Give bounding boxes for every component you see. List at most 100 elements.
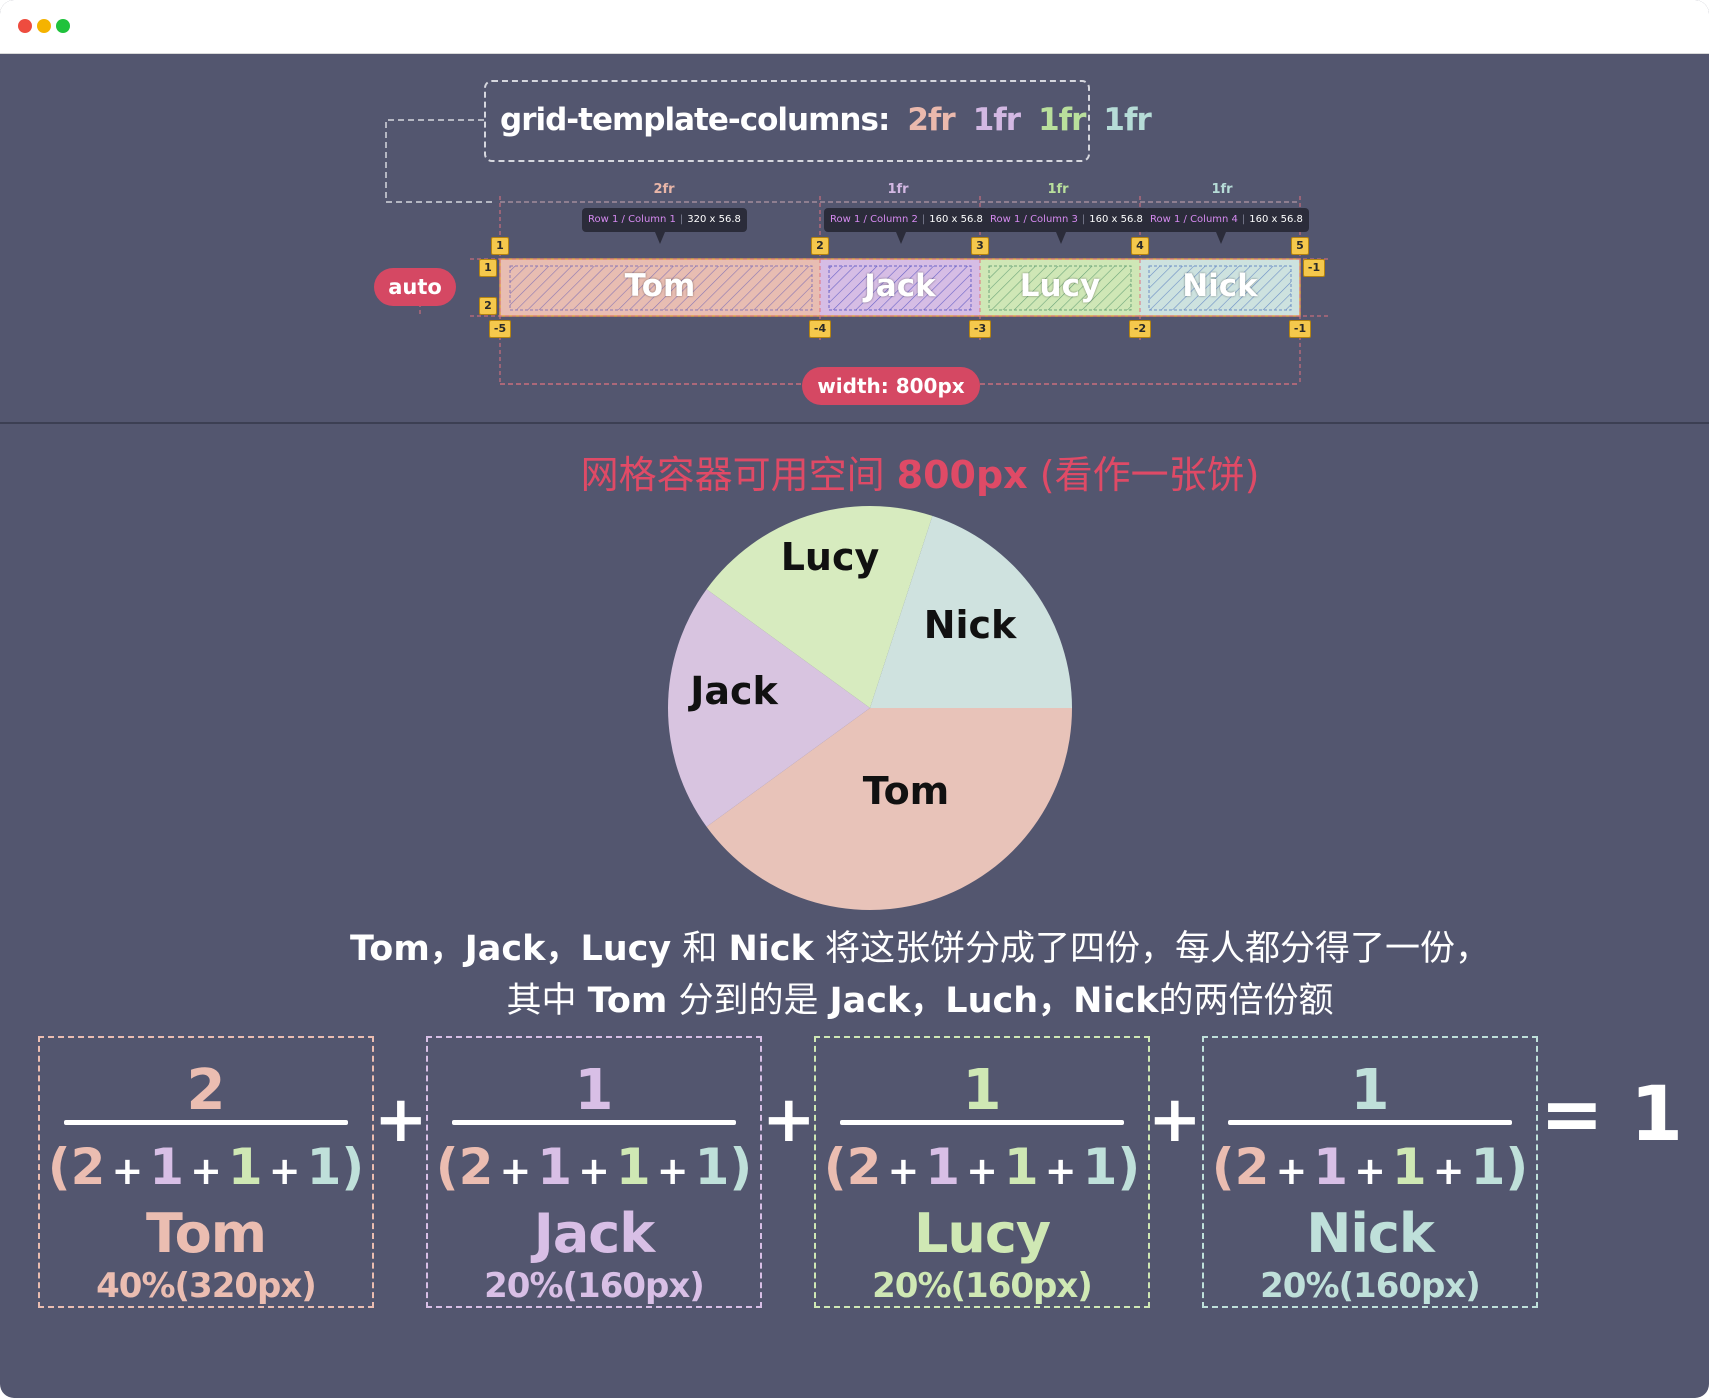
column-line-number: 5 xyxy=(1291,237,1309,255)
code-connector-line xyxy=(385,119,496,203)
plus-sign: + xyxy=(374,1083,428,1157)
pie-label-tom: Tom xyxy=(863,769,950,813)
row-line-negative-number: -1 xyxy=(1303,259,1325,277)
pie-title-suffix: (看作一张饼) xyxy=(1027,453,1260,497)
caption-name-last: Nick xyxy=(728,929,814,969)
denominator-open-paren: ( xyxy=(823,1138,847,1196)
pie-title: 网格容器可用空间 800px (看作一张饼) xyxy=(0,444,1709,499)
area-tooltip-area: Row 1 / Column 3 xyxy=(990,214,1078,225)
denominator-plus: + xyxy=(1354,1149,1386,1193)
denominator-plus: + xyxy=(1044,1149,1077,1193)
column-line-number: 3 xyxy=(971,237,989,255)
fraction-numerator: 1 xyxy=(1350,1058,1390,1123)
pie-slice-tom xyxy=(706,708,1072,910)
pie-slice-lucy xyxy=(706,506,933,708)
area-tooltip-4: Row 1 / Column 4|160 x 56.8 xyxy=(1144,208,1309,232)
track-size-label-3: 1fr xyxy=(1047,182,1069,197)
caption-prefix: 其中 xyxy=(506,981,588,1021)
column-line-number: 4 xyxy=(1131,237,1149,255)
pie-title-highlight: 800px xyxy=(896,453,1028,497)
denominator-term: 1 xyxy=(925,1138,961,1196)
maximize-window-button[interactable] xyxy=(56,19,70,33)
denominator-term: 1 xyxy=(1082,1138,1118,1196)
plus-sign: + xyxy=(762,1083,816,1157)
area-tooltip-size: 320 x 56.8 xyxy=(687,214,741,225)
area-tooltip-size: 160 x 56.8 xyxy=(1089,214,1143,225)
fraction-percent: 40%(320px) xyxy=(96,1266,317,1306)
area-tooltip-3: Row 1 / Column 3|160 x 56.8 xyxy=(984,208,1149,232)
minimize-window-button[interactable] xyxy=(37,19,51,33)
css-value-1: 2fr xyxy=(907,102,955,138)
denominator-plus: + xyxy=(111,1149,144,1193)
denominator-term: 2 xyxy=(70,1138,106,1196)
area-tooltip-size: 160 x 56.8 xyxy=(1249,214,1303,225)
caption-rest-2: 的两倍份额 xyxy=(1158,981,1334,1021)
pie-slice-jack xyxy=(668,589,870,827)
denominator-close-paren: ) xyxy=(1505,1138,1529,1196)
fraction-name: Nick xyxy=(1306,1202,1435,1265)
fraction-denominator: (2+1+1+1) xyxy=(40,1138,372,1196)
denominator-plus: + xyxy=(578,1149,610,1193)
denominator-term: 1 xyxy=(694,1138,730,1196)
column-line-negative-number: -5 xyxy=(489,320,511,338)
column-line-number: 1 xyxy=(491,237,509,255)
plus-sign: + xyxy=(1148,1083,1202,1157)
column-line-negative-number: -4 xyxy=(809,320,831,338)
denominator-close-paren: ) xyxy=(341,1138,365,1196)
denominator-term: 2 xyxy=(1234,1138,1270,1196)
fraction-numerator: 1 xyxy=(574,1058,614,1123)
column-line-negative-number: -3 xyxy=(969,320,991,338)
denominator-term: 2 xyxy=(458,1138,494,1196)
area-tooltip-2: Row 1 / Column 2|160 x 56.8 xyxy=(824,208,989,232)
denominator-term: 1 xyxy=(306,1138,342,1196)
fraction-name: Lucy xyxy=(913,1202,1051,1265)
caption-names-2: Jack，Luch，Nick xyxy=(829,981,1159,1021)
equals-sign: = 1 xyxy=(1540,1069,1684,1158)
denominator-term: 1 xyxy=(149,1138,185,1196)
denominator-term: 1 xyxy=(1003,1138,1039,1196)
fraction-percent: 20%(160px) xyxy=(1260,1266,1481,1306)
denominator-plus: + xyxy=(887,1149,920,1193)
denominator-open-paren: ( xyxy=(47,1138,71,1196)
pie-label-lucy: Lucy xyxy=(781,535,880,579)
denominator-plus: + xyxy=(1432,1149,1465,1193)
area-tooltip-area: Row 1 / Column 2 xyxy=(830,214,918,225)
fraction-bar xyxy=(452,1120,736,1125)
row-line-number: 1 xyxy=(479,259,497,277)
section-divider xyxy=(0,422,1709,424)
denominator-open-paren: ( xyxy=(435,1138,459,1196)
row-size-badge: auto xyxy=(374,268,456,306)
fraction-name: Jack xyxy=(533,1202,655,1265)
pie-label-nick: Nick xyxy=(924,603,1017,647)
container-width-badge: width: 800px xyxy=(802,367,980,405)
denominator-close-paren: ) xyxy=(729,1138,753,1196)
denominator-term: 1 xyxy=(615,1138,651,1196)
css-property: grid-template-columns: xyxy=(500,102,890,138)
title-bar xyxy=(0,0,1709,54)
denominator-plus: + xyxy=(656,1149,689,1193)
fraction-numerator: 1 xyxy=(962,1058,1002,1123)
pie-slice-nick xyxy=(870,515,1072,708)
cell-label-nick: Nick xyxy=(1182,268,1258,304)
denominator-plus: + xyxy=(499,1149,532,1193)
css-value-2: 1fr xyxy=(972,102,1021,138)
area-tooltip-1: Row 1 / Column 1|320 x 56.8 xyxy=(582,208,747,232)
pie-label-jack: Jack xyxy=(687,669,778,713)
denominator-term: 1 xyxy=(537,1138,573,1196)
denominator-close-paren: ) xyxy=(1117,1138,1141,1196)
fraction-denominator: (2+1+1+1) xyxy=(1204,1138,1536,1196)
caption-names: Tom，Jack，Lucy xyxy=(350,929,672,969)
caption-mid: 分到的是 xyxy=(667,981,830,1021)
column-line-negative-number: -1 xyxy=(1289,320,1311,338)
row-line-number: 2 xyxy=(479,297,497,315)
denominator-term: 1 xyxy=(227,1138,263,1196)
column-line-number: 2 xyxy=(811,237,829,255)
column-line-negative-number: -2 xyxy=(1129,320,1151,338)
close-window-button[interactable] xyxy=(18,19,32,33)
css-value-3: 1fr xyxy=(1038,102,1086,138)
